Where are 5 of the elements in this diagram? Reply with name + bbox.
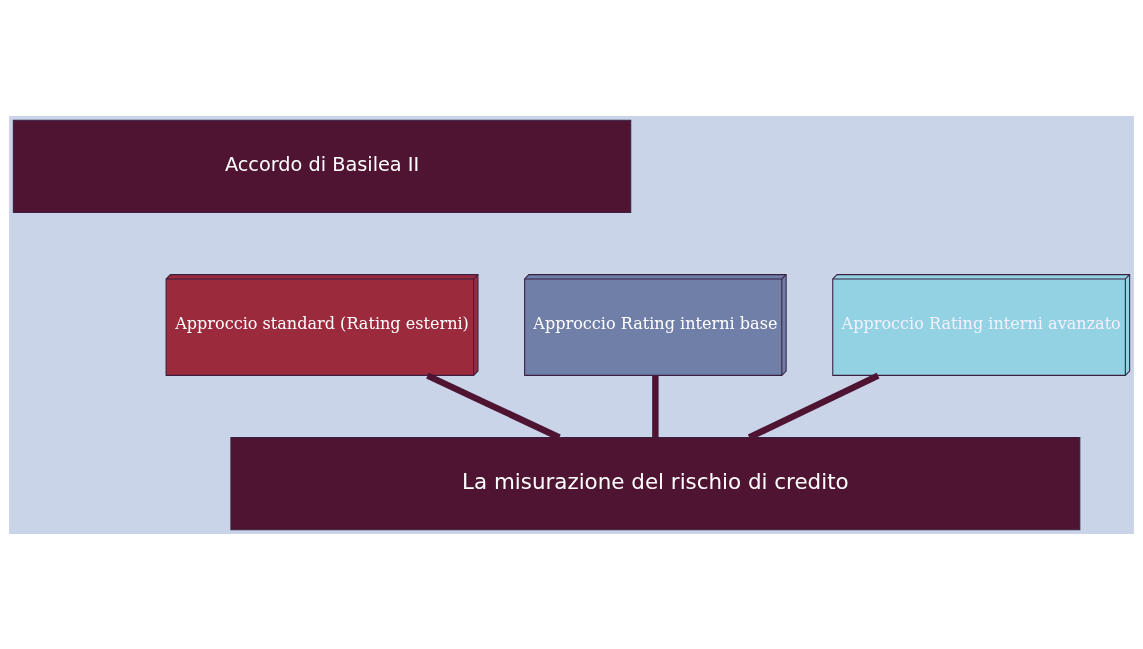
connector <box>747 372 880 440</box>
node-box: La misurazione del rischio di credito <box>230 436 1081 530</box>
connector <box>652 375 659 437</box>
node-box: Accordo di Basilea II <box>12 119 632 213</box>
connector <box>426 372 561 440</box>
